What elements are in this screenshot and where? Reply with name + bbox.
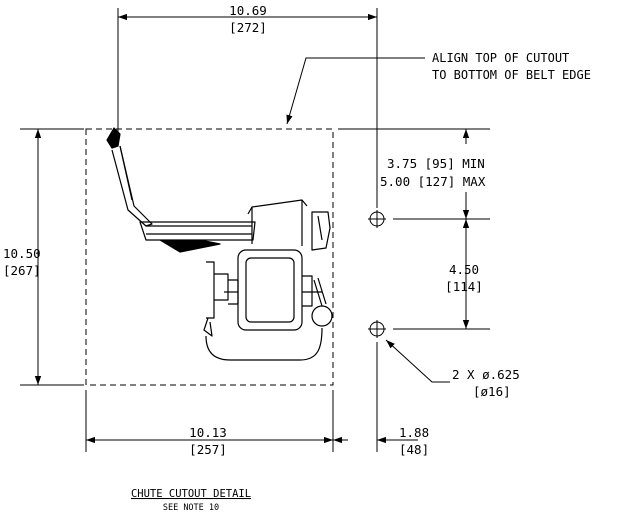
dim-height-mm: [267] (3, 263, 41, 278)
caption-subtitle: SEE NOTE 10 (163, 503, 219, 513)
dim-hole-spacing-in: 4.50 (449, 262, 479, 277)
align-leader (286, 57, 425, 125)
mounting-hole-bottom (368, 320, 386, 338)
dimension-lines (34, 13, 470, 444)
dim-height-in: 10.50 (3, 246, 41, 261)
holes-leader (385, 339, 450, 383)
dim-offset-in: 1.88 (399, 425, 429, 440)
range-min-label: 3.75 [95] MIN (387, 156, 485, 171)
holes-note-line2: [ø16] (473, 384, 511, 399)
dim-top-width-mm: [272] (229, 20, 267, 35)
leader-lines (286, 57, 450, 383)
holes-note-line1: 2 X ø.625 (452, 367, 520, 382)
caption-title: CHUTE CUTOUT DETAIL (131, 488, 251, 500)
dim-offset-mm: [48] (399, 442, 429, 457)
dim-hole-spacing-mm: [114] (445, 279, 483, 294)
cutout-outline (85, 128, 334, 386)
mounting-hole-top (368, 210, 386, 228)
chute-assembly (106, 127, 333, 361)
align-note-line1: ALIGN TOP OF CUTOUT (432, 51, 569, 65)
extension-lines (20, 8, 490, 452)
dim-top-width-in: 10.69 (229, 3, 267, 18)
dim-bottom-width-mm: [257] (189, 442, 227, 457)
dim-bottom-width-in: 10.13 (189, 425, 227, 440)
range-max-label: 5.00 [127] MAX (380, 174, 486, 189)
align-note-line2: TO BOTTOM OF BELT EDGE (432, 68, 591, 82)
